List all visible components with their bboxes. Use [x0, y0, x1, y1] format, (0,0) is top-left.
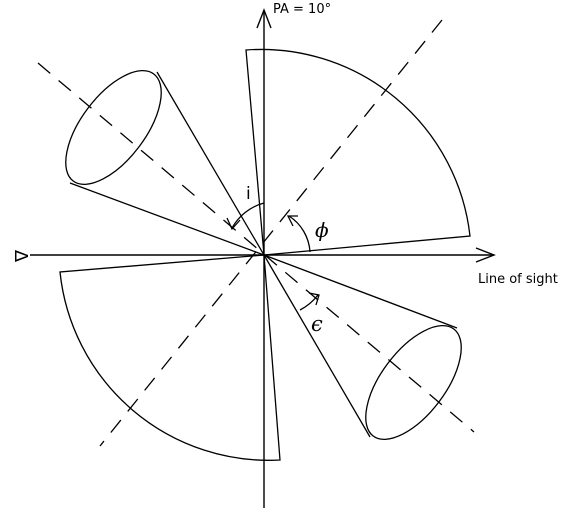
- lower-right-cone-base: [365, 324, 462, 441]
- inclination-label: i: [246, 184, 251, 204]
- vertical-axis-arrowhead: [256, 8, 272, 29]
- upper-right-wedge: [245, 48, 471, 256]
- upper-left-cone: [69, 71, 265, 256]
- delta-label: Δ: [10, 250, 31, 263]
- phi-arc: [288, 215, 311, 253]
- phi-label: ϕ: [315, 218, 329, 242]
- inclination-arc: [231, 202, 265, 229]
- lower-left-wedge: [59, 254, 281, 461]
- epsilon-arc: [299, 294, 319, 311]
- pa-label: PA = 10°: [273, 2, 331, 17]
- lower-right-cone: [263, 254, 458, 438]
- inclination-arrowhead: [226, 217, 241, 231]
- dashed-wedge-axis: [99, 19, 443, 447]
- line-of-sight-label: Line of sight: [478, 272, 558, 287]
- dashed-cone-axis: [37, 62, 475, 433]
- phi-arrowhead: [286, 215, 298, 227]
- upper-left-cone-base: [65, 69, 162, 186]
- horizontal-axis-arrowhead: [475, 247, 496, 263]
- epsilon-arrowhead: [308, 292, 320, 306]
- epsilon-label: ϵ: [311, 312, 323, 336]
